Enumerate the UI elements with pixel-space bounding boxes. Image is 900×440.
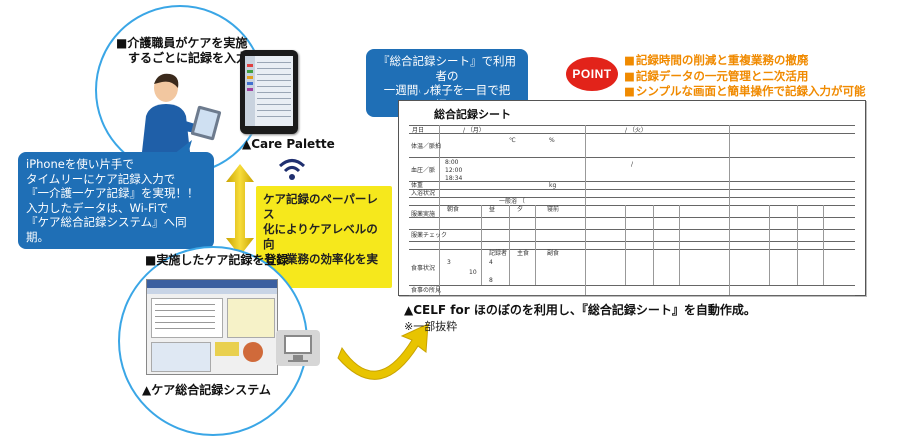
sheet-cell: / （月） bbox=[463, 127, 485, 134]
point-item: 記録時間の削減と重複業務の撤廃 bbox=[624, 53, 866, 69]
sheet-row-label: 食事状況 bbox=[411, 265, 436, 272]
point-badge: POINT bbox=[566, 57, 618, 91]
sheet-cell: 8:00 bbox=[445, 159, 459, 166]
sheet-col-label: 寝前 bbox=[547, 206, 560, 213]
caregiver-caption-line: ■介護職員がケアを実施 bbox=[116, 36, 248, 50]
tablet-device bbox=[240, 50, 298, 134]
iphone-callout-line: 『一介護一ケア記録』を実現！！ bbox=[26, 186, 199, 200]
sheet-cell: 一般浴 （ bbox=[499, 198, 525, 205]
sheet-cell: kg bbox=[549, 182, 557, 189]
caregiver-caption: ■介護職員がケアを実施 するごとに記録を入力。 bbox=[116, 36, 260, 66]
handheld-tablet-screen bbox=[194, 109, 218, 137]
caregiver-illustration bbox=[142, 73, 222, 152]
sheet-row-label: 体重 bbox=[411, 182, 424, 189]
iphone-callout: iPhoneを使い片手で タイムリーにケア記録入力で 『一介護一ケア記録』を実現… bbox=[18, 152, 214, 249]
point-item: 記録データの一元管理と二次活用 bbox=[624, 69, 866, 85]
sheet-cell: 4 bbox=[489, 259, 493, 266]
sheet-row-label: 服薬チェック bbox=[411, 232, 448, 239]
caregiver-caption-line: するごとに記録を入力。 bbox=[128, 51, 261, 65]
paperless-callout-line: ケア記録のペーパーレス bbox=[263, 192, 378, 221]
sheet-col-label: 副食 bbox=[547, 250, 560, 257]
sheet-row-label: 体温／脈拍 bbox=[411, 143, 442, 150]
sheet-cell: 18:34 bbox=[445, 175, 463, 182]
sheet-callout-tail bbox=[418, 84, 434, 96]
record-sheet: 総合記録シート 月日 体温／脈拍 血圧／脈 体重 入浴状況 服薬実施 服薬チェッ… bbox=[398, 100, 866, 296]
tablet-screen bbox=[245, 56, 293, 126]
sheet-cell: / bbox=[631, 161, 634, 168]
sheet-cell: ℃ bbox=[509, 137, 516, 144]
wifi-icon bbox=[278, 159, 306, 180]
point-item: シンプルな画面と簡単操作で記録入力が可能 bbox=[624, 84, 866, 100]
point-list: 記録時間の削減と重複業務の撤廃 記録データの一元管理と二次活用 シンプルな画面と… bbox=[624, 53, 866, 100]
tablet-label: ▲Care Palette bbox=[242, 137, 335, 151]
iphone-callout-line: タイムリーにケア記録入力で bbox=[26, 171, 176, 186]
iphone-callout-tail bbox=[174, 140, 192, 154]
sheet-title: 総合記録シート bbox=[434, 108, 511, 121]
sheet-col-label: 朝食 bbox=[447, 206, 460, 213]
person-hair bbox=[154, 73, 179, 88]
register-caption: ■実施したケア記録を登録 bbox=[145, 253, 289, 267]
sheet-caption: ▲CELF for ほのぼのを利用し、『総合記録シート』を自動作成。 bbox=[404, 303, 756, 317]
sheet-cell: % bbox=[549, 137, 555, 144]
sheet-cell: 12:00 bbox=[445, 167, 463, 174]
person-shirt bbox=[142, 104, 190, 152]
sheet-row-label: 血圧／脈 bbox=[411, 167, 436, 174]
system-label: ▲ケア総合記録システム bbox=[142, 383, 271, 397]
iphone-callout-line: 入力したデータは、Wi-Fiで bbox=[26, 200, 169, 215]
sheet-cell: 8 bbox=[489, 277, 493, 284]
sheet-cell: / （火） bbox=[625, 127, 647, 134]
sheet-row-label: 服薬実施 bbox=[411, 211, 436, 218]
paperless-callout-line: 化によりケアレベルの向 bbox=[263, 222, 378, 251]
sync-double-arrow-icon bbox=[226, 164, 254, 256]
sheet-row-label: 月日 bbox=[412, 127, 425, 134]
sheet-callout-line: 『総合記録シート』で利用者の bbox=[378, 54, 516, 83]
sheet-col-label: 夕 bbox=[517, 206, 524, 213]
curved-arrow-icon bbox=[337, 323, 429, 380]
sheet-row-label: 食事の所見 bbox=[411, 287, 442, 294]
sheet-cell: 10 bbox=[469, 269, 477, 276]
sheet-col-label: 昼 bbox=[489, 206, 496, 213]
paperless-callout: ケア記録のペーパーレス 化によりケアレベルの向 上と業務の効率化を実現 bbox=[256, 186, 392, 288]
iphone-callout-line: 『ケア総合記録システム』へ同期。 bbox=[26, 215, 187, 244]
sheet-row-label: 入浴状況 bbox=[411, 190, 436, 197]
iphone-callout-line: iPhoneを使い片手で bbox=[26, 157, 134, 171]
sheet-col-label: 主食 bbox=[517, 250, 530, 257]
sheet-col-label: 記録者 bbox=[489, 250, 508, 257]
sheet-cell: 3 bbox=[447, 259, 451, 266]
sheet-note: ※一部抜粋 bbox=[404, 320, 458, 333]
computer-monitor-icon bbox=[276, 330, 320, 366]
system-screenshot bbox=[146, 279, 278, 375]
